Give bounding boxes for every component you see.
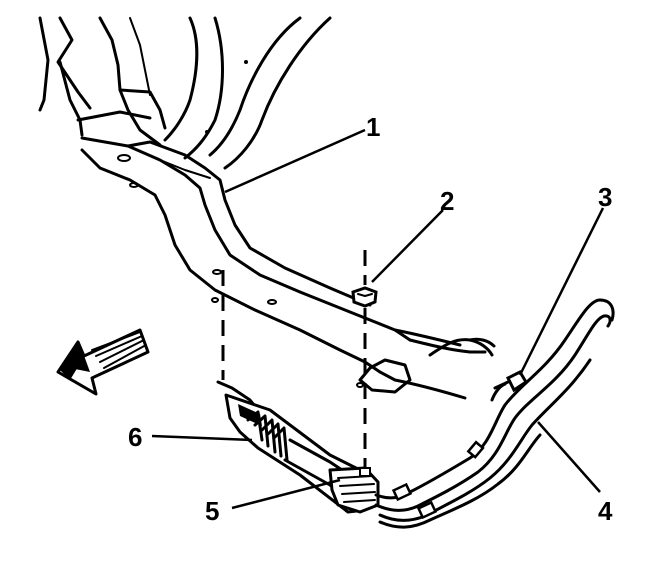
cooler-lines — [374, 298, 615, 529]
front-direction-arrow-icon — [56, 328, 150, 396]
nut-icon — [351, 286, 378, 308]
callout-label-1: 1 — [366, 112, 380, 142]
vehicle-body-structure — [38, 16, 332, 170]
oil-cooler-icon — [216, 380, 380, 514]
callout-label-5: 5 — [205, 496, 219, 526]
frame-crossmember — [80, 136, 496, 400]
callout-label-6: 6 — [128, 422, 142, 452]
callout-labels: 1 2 3 4 5 6 — [128, 112, 613, 526]
callout-label-2: 2 — [440, 186, 454, 216]
cooler-fins — [238, 404, 289, 462]
alignment-lines — [221, 250, 367, 470]
leader-lines — [151, 128, 605, 510]
callout-label-3: 3 — [598, 182, 612, 212]
callout-label-4: 4 — [598, 496, 613, 526]
